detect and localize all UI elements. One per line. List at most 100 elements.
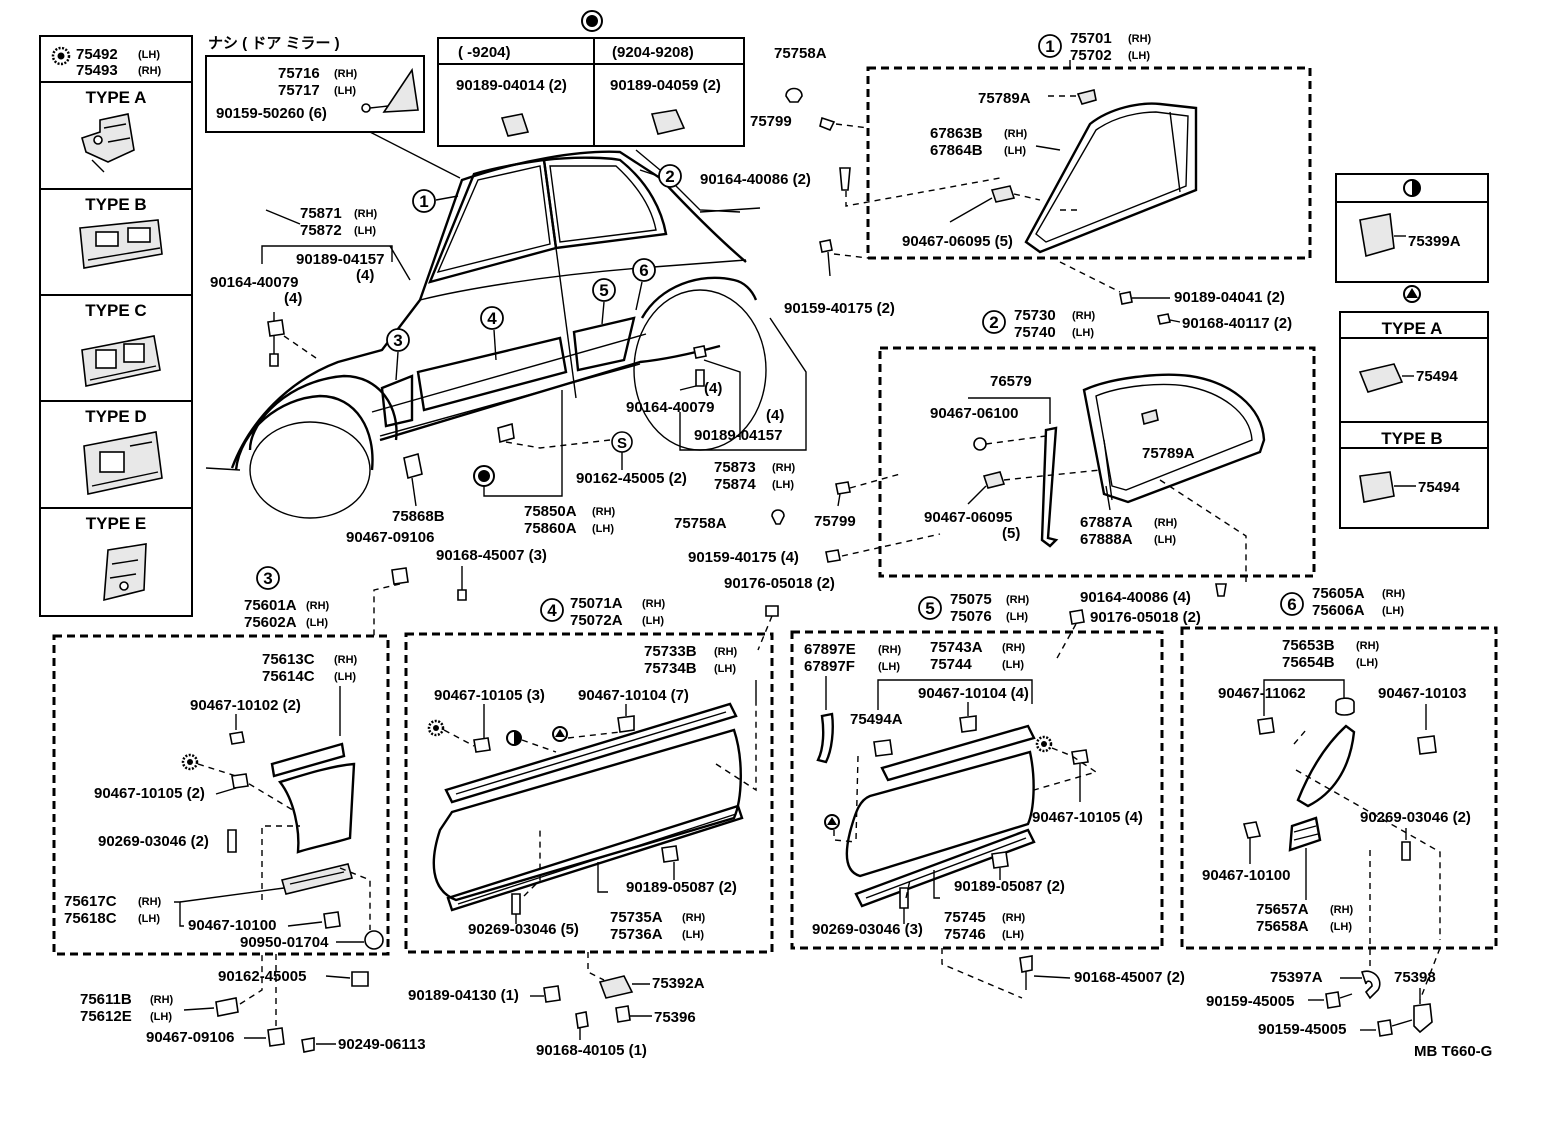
- part-number: 90467-11062: [1218, 685, 1306, 702]
- callout-2-icon: 2: [658, 164, 682, 188]
- part-number: 90189-04130 (1): [408, 987, 519, 1004]
- side-suffix: (RH): [334, 654, 358, 666]
- clip-icon: [959, 715, 977, 733]
- clip-icon: [973, 437, 987, 451]
- svg-text:2: 2: [665, 167, 674, 186]
- part-number: 90269-03046 (2): [1360, 809, 1471, 826]
- part-number: 75716: [278, 65, 320, 82]
- callout-3-icon: 3: [386, 328, 410, 352]
- screw-icon: [1019, 955, 1033, 973]
- grommet-icon: [835, 481, 851, 495]
- grommet-icon: [819, 116, 836, 132]
- group-5-rear-door-molding: 5 75075 (RH) 75076 (LH) 67897E (RH) 6789…: [790, 591, 1185, 999]
- clip-icon: [1360, 970, 1381, 1000]
- part-number: 75494: [1418, 479, 1460, 496]
- side-suffix: (LH): [772, 479, 794, 491]
- bracket-icon: [1359, 213, 1395, 258]
- part-number: 67863B: [930, 125, 983, 142]
- side-suffix: (RH): [354, 208, 378, 220]
- half-circle-symbol-icon: [506, 730, 522, 746]
- part-number: 90467-10100: [188, 917, 276, 934]
- gear-symbol-icon: [181, 753, 199, 771]
- part-number: 75873: [714, 459, 756, 476]
- part-number: 75494A: [850, 711, 903, 728]
- part-number: 90467-10103: [1378, 685, 1466, 702]
- clip-icon: [873, 739, 893, 757]
- side-suffix: (LH): [334, 671, 356, 683]
- part-number: 90467-10105 (3): [434, 687, 545, 704]
- screw-icon: [1377, 1019, 1393, 1037]
- svg-text:3: 3: [393, 331, 402, 350]
- svg-text:4: 4: [547, 601, 557, 620]
- callout-1-icon: 1: [1038, 34, 1062, 58]
- side-suffix: (LH): [1154, 534, 1176, 546]
- screw-icon: [227, 829, 237, 853]
- part-number: 75076: [950, 608, 992, 625]
- part-number: 75734B: [644, 660, 697, 677]
- side-suffix: (LH): [306, 617, 328, 629]
- part-number: 75799: [750, 113, 792, 130]
- part-number: 75602A: [244, 614, 297, 631]
- side-suffix: (LH): [1002, 659, 1024, 671]
- part-number: 67897E: [804, 641, 856, 658]
- side-suffix: (RH): [682, 912, 706, 924]
- clip-icon: [1071, 749, 1089, 765]
- side-suffix: (RH): [1382, 588, 1406, 600]
- part-number: 90159-45005: [1206, 993, 1294, 1010]
- group-6-quarter-molding: 6 75605A (RH) 75606A (LH) 75653B (RH) 75…: [1180, 585, 1498, 1038]
- triangle-symbol-icon: [824, 814, 840, 830]
- screw-icon: [1325, 991, 1341, 1009]
- part-number: 76579: [990, 373, 1032, 390]
- clip-type-e-icon: [103, 543, 147, 602]
- part-number: 90168-40105 (1): [536, 1042, 647, 1059]
- part-number: 75799: [814, 513, 856, 530]
- part-number: 90159-40175 (2): [784, 300, 895, 317]
- part-number: 90467-09106: [346, 529, 434, 546]
- part-number: 90249-06113: [338, 1036, 426, 1053]
- side-suffix: (RH): [1356, 640, 1380, 652]
- part-number: 75617C: [64, 893, 117, 910]
- clip-icon: [1413, 1003, 1433, 1034]
- part-number: 90189-04157: [694, 427, 782, 444]
- car-body-outline: [205, 149, 767, 519]
- part-number: 75071A: [570, 595, 623, 612]
- grommet-icon: [765, 605, 779, 617]
- gear-symbol-icon: [427, 719, 445, 737]
- part-number: 90467-10102 (2): [190, 697, 301, 714]
- part-number: 90168-45007 (3): [436, 547, 547, 564]
- part-number: 75654B: [1282, 654, 1335, 671]
- part-number: 75397A: [1270, 969, 1323, 986]
- part-number: 75758A: [674, 515, 727, 532]
- clip-icon: [1242, 821, 1262, 839]
- bracket-icon: [598, 975, 634, 999]
- type-label: TYPE B: [1381, 429, 1442, 448]
- side-suffix: (RH): [306, 600, 330, 612]
- callout-s-icon: S: [611, 431, 633, 453]
- screw-icon: [301, 1037, 315, 1053]
- variant-header-box: ( -9204) (9204-9208) 90189-04014 (2) 901…: [437, 10, 745, 147]
- screw-icon: [819, 239, 833, 253]
- part-number: 75717: [278, 82, 320, 99]
- svg-text:5: 5: [599, 281, 608, 300]
- side-suffix: (LH): [1002, 929, 1024, 941]
- part-number: 75745: [944, 909, 986, 926]
- part-number: 67864B: [930, 142, 983, 159]
- side-suffix: (LH): [354, 225, 376, 237]
- clip-type-d-icon: [83, 431, 163, 495]
- part-number: 90189-05087 (2): [626, 879, 737, 896]
- part-number: 75744: [930, 656, 972, 673]
- screw-icon: [695, 369, 705, 387]
- side-suffix: (LH): [1128, 50, 1150, 62]
- side-suffix: (LH): [1356, 657, 1378, 669]
- clip-icon: [1141, 408, 1159, 426]
- part-number: 90467-10104 (7): [578, 687, 689, 704]
- part-number: 75614C: [262, 668, 315, 685]
- clip-icon: [1417, 735, 1437, 755]
- part-number: 75612E: [80, 1008, 132, 1025]
- part-number: 75702: [1070, 47, 1112, 64]
- screw-icon: [825, 549, 841, 563]
- clip-icon: [497, 422, 515, 444]
- type-label: TYPE A: [1382, 319, 1443, 338]
- part-number: 75758A: [774, 45, 827, 62]
- nut-icon: [391, 567, 409, 585]
